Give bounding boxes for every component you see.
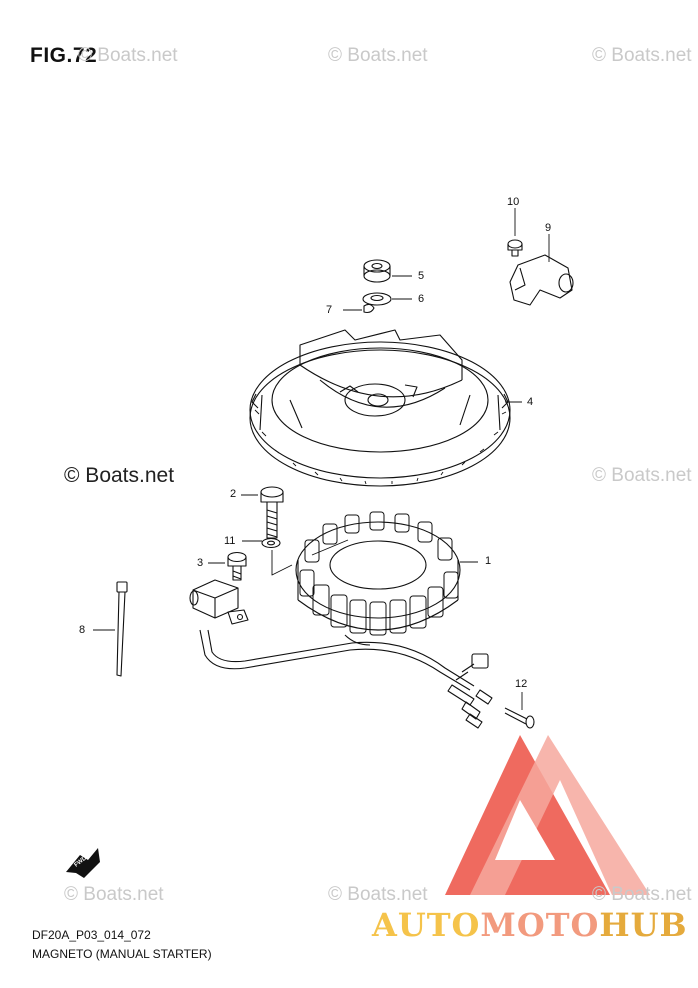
flywheel (249, 329, 511, 487)
leader-lines (93, 208, 550, 710)
brand-part-hub: HUB (599, 906, 688, 944)
brand-wordmark: AUTOMOTOHUB (372, 906, 688, 944)
callout-9: 9 (545, 222, 552, 234)
callout-11: 11 (224, 535, 236, 547)
wire-harness (199, 629, 475, 691)
pulser-coil (189, 579, 249, 625)
connector-plug (455, 653, 489, 681)
washer (362, 292, 392, 306)
brand-logo-icon (445, 735, 650, 895)
watermark: © Boats.net (592, 884, 692, 905)
fwd-arrow-icon: FWD (66, 848, 100, 878)
watermark: © Boats.net (328, 884, 428, 905)
callout-7: 7 (326, 304, 333, 316)
stator-coils (299, 511, 459, 636)
callout-4: 4 (527, 396, 534, 408)
sensor (509, 254, 574, 306)
drawing-caption: MAGNETO (MANUAL STARTER) (32, 947, 212, 961)
sensor-bolt (507, 239, 523, 257)
flywheel-teeth (254, 409, 507, 485)
bolt-short (227, 551, 247, 581)
nut (363, 259, 391, 283)
callout-8: 8 (79, 624, 86, 636)
bullet-connectors (447, 684, 493, 729)
callout-2: 2 (230, 488, 237, 500)
callout-6: 6 (418, 293, 425, 305)
watermark: © Boats.net (592, 465, 692, 486)
callout-12: 12 (515, 678, 528, 690)
stator (295, 521, 461, 631)
callout-10: 10 (507, 196, 520, 208)
callout-5: 5 (418, 270, 425, 282)
brand-part-auto: AUTO (372, 906, 481, 944)
figure-title: FIG.72 (30, 44, 98, 67)
watermark: © Boats.net (592, 45, 692, 66)
watermark: © Boats.net (78, 45, 178, 66)
watermark-dark: © Boats.net (64, 464, 175, 487)
brand-part-moto: MOTO (480, 906, 600, 944)
drawing-code: DF20A_P03_014_072 (32, 928, 151, 942)
screw (504, 707, 535, 729)
watermark: © Boats.net (328, 45, 428, 66)
key (363, 303, 375, 314)
washer-small (261, 537, 281, 549)
callout-3: 3 (197, 557, 204, 569)
bolt-long (260, 486, 284, 539)
cable-tie (116, 581, 128, 677)
callout-1: 1 (485, 555, 492, 567)
watermark: © Boats.net (64, 884, 164, 905)
